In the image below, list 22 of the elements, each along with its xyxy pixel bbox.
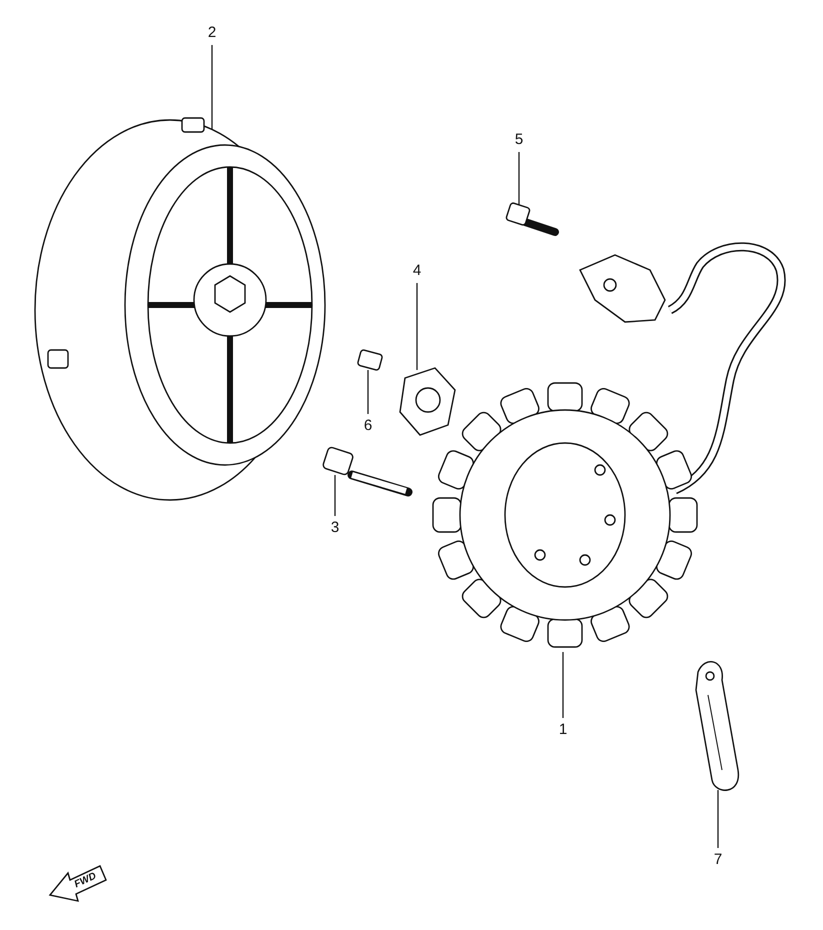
bolt-drawing	[322, 446, 412, 496]
leader-line	[416, 283, 418, 370]
leader-line	[562, 652, 564, 718]
leader-line	[367, 370, 369, 414]
direction-label: FWD	[72, 870, 98, 890]
callout-number: 6	[364, 418, 372, 434]
key-drawing	[356, 348, 384, 372]
callout-number: 3	[330, 520, 340, 536]
leader-line	[334, 475, 336, 516]
leader-line	[717, 790, 719, 848]
callout-number: 5	[514, 132, 524, 148]
callout-number: 4	[412, 263, 422, 279]
leader-line	[518, 152, 520, 205]
leader-line	[211, 45, 213, 130]
callout-number: 2	[208, 25, 216, 41]
screw-drawing	[505, 202, 559, 236]
flywheel-drawing	[34, 117, 326, 501]
callout-number: 1	[558, 722, 568, 738]
callout-number: 7	[714, 852, 722, 868]
nut-drawing	[399, 367, 456, 436]
strap-drawing	[695, 661, 740, 791]
stator-drawing	[432, 242, 786, 648]
